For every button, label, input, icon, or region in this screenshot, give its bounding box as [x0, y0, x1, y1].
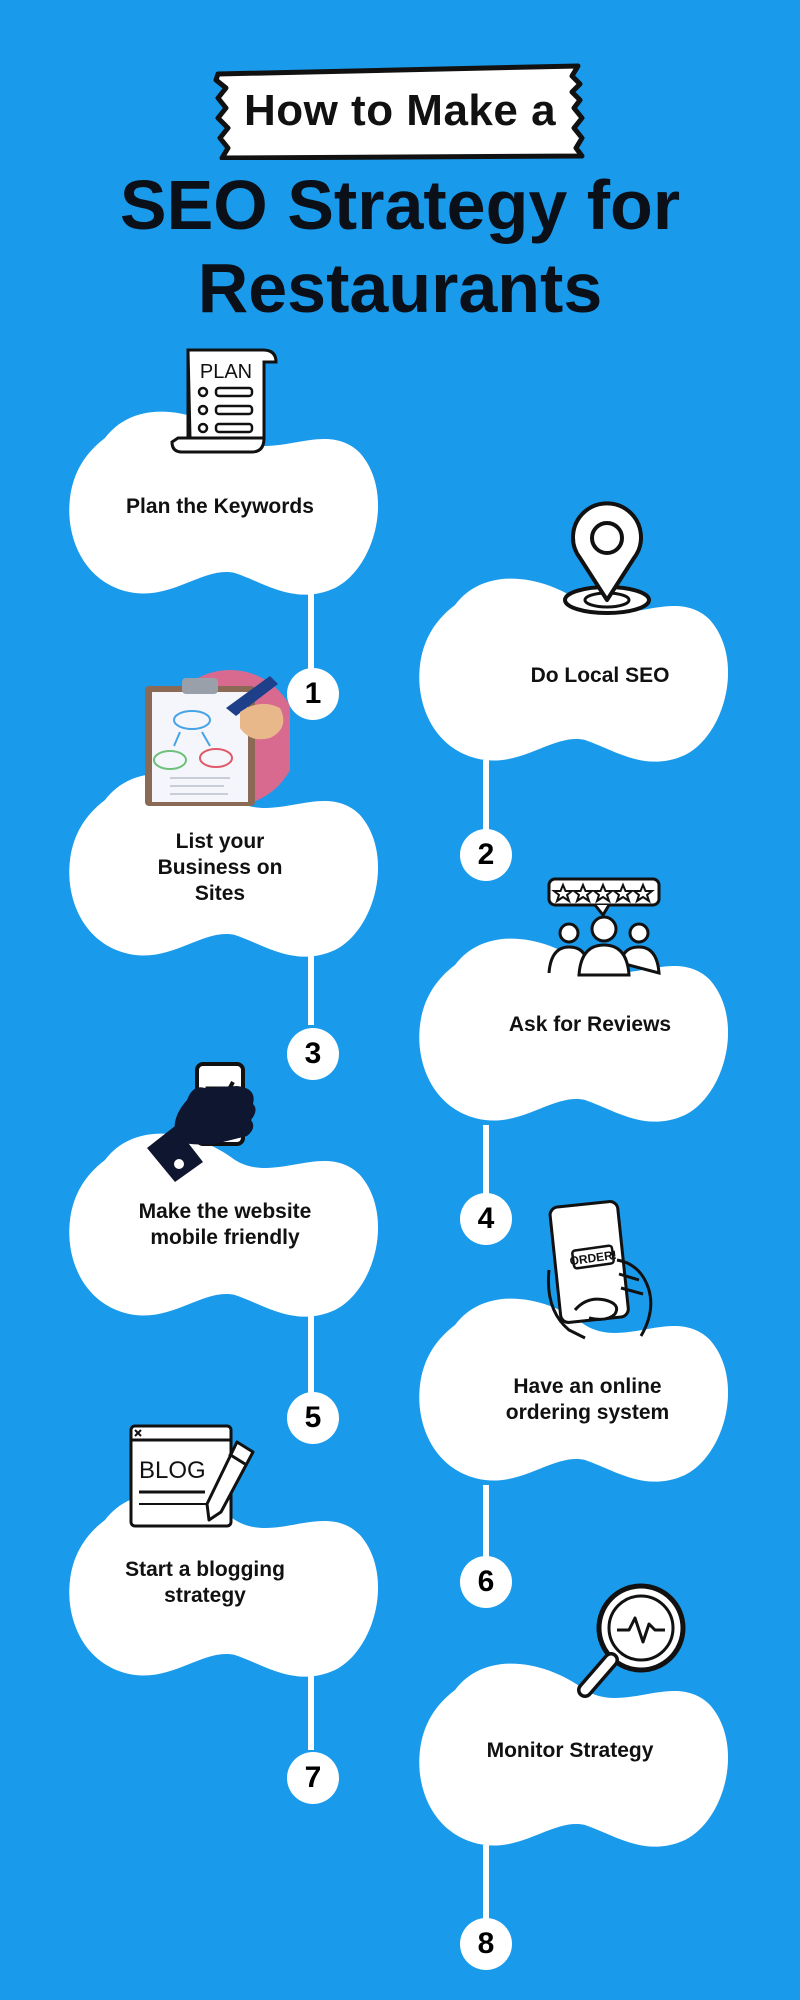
step-card-3 — [69, 773, 379, 957]
banner-ribbon — [213, 63, 585, 160]
step-number-7: 7 — [287, 1752, 339, 1804]
connector-1 — [308, 590, 314, 670]
step-card-6 — [419, 1298, 729, 1482]
step-number-3: 3 — [287, 1028, 339, 1080]
blog-icon: BLOG — [129, 1424, 255, 1528]
connector-8 — [483, 1845, 489, 1925]
connector-5 — [308, 1315, 314, 1395]
connector-4 — [483, 1125, 489, 1205]
clipboard-illustration-icon — [145, 670, 290, 806]
step-label-3: List your Business on Sites — [157, 830, 283, 905]
connector-7 — [308, 1670, 314, 1750]
connector-3 — [308, 950, 314, 1025]
step-label-2: Do Local SEO — [530, 664, 670, 687]
location-pin-icon — [563, 501, 651, 615]
step-number-2: 2 — [460, 829, 512, 881]
step-label-1: Plan the Keywords — [126, 495, 314, 518]
step-label-5: Make the website mobile friendly — [138, 1200, 312, 1249]
step-label-6: Have an online ordering system — [505, 1375, 670, 1424]
step-number-4: 4 — [460, 1193, 512, 1245]
svg-text:ORDER!: ORDER! — [569, 1248, 618, 1268]
step-label-8: Monitor Strategy — [486, 1739, 654, 1762]
connector-2 — [483, 760, 489, 840]
banner-text: How to Make a — [243, 86, 557, 135]
plan-document-icon: PLAN — [170, 348, 278, 454]
step-number-5: 5 — [287, 1392, 339, 1444]
page-title-line-1: SEO Strategy for — [119, 166, 681, 244]
reviews-people-icon — [547, 877, 661, 977]
connector-6 — [483, 1485, 489, 1565]
step-number-8: 8 — [460, 1918, 512, 1970]
step-number-6: 6 — [460, 1556, 512, 1608]
step-card-2 — [419, 578, 729, 762]
step-card-8 — [419, 1663, 729, 1847]
step-card-5 — [69, 1133, 379, 1317]
step-card-1 — [69, 411, 379, 595]
magnifier-monitor-icon — [577, 1583, 686, 1698]
phone-in-hand-icon — [147, 1062, 256, 1182]
step-card-7 — [69, 1493, 379, 1677]
page-title-line-2: Restaurants — [197, 249, 603, 327]
step-label-7: Start a blogging strategy — [125, 1558, 285, 1607]
order-phone-icon: ORDER! — [546, 1200, 653, 1340]
step-label-4: Ask for Reviews — [508, 1013, 672, 1036]
step-number-1: 1 — [287, 668, 339, 720]
step-card-4 — [419, 938, 729, 1122]
svg-text:BLOG: BLOG — [139, 1457, 206, 1484]
svg-text:PLAN: PLAN — [200, 361, 252, 383]
